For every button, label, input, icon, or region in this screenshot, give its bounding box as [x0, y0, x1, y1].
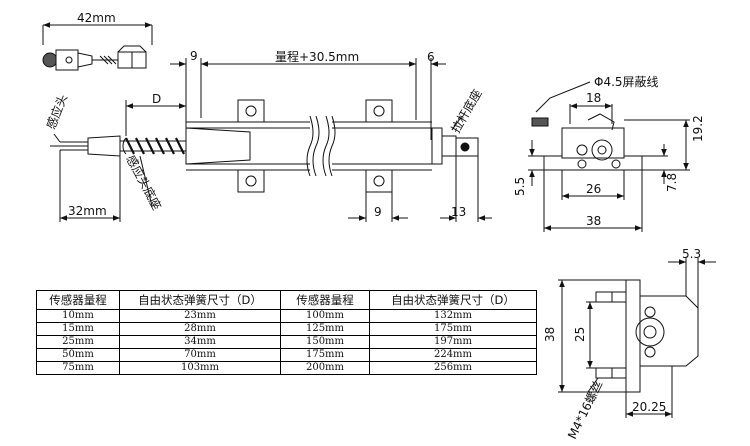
table-cell: 70mm [119, 348, 281, 362]
table-cell: 100mm [280, 309, 370, 323]
dim-bottom-length: 32mm [68, 204, 107, 218]
label-sensor-head: 感应头 [43, 92, 70, 131]
dim-end-25: 25 [573, 327, 587, 342]
end-view [558, 258, 716, 418]
table-header-row: 传感器量程 自由状态弹簧尺寸（D） 传感器量程 自由状态弹簧尺寸（D） [36, 290, 537, 310]
table-cell: 10mm [36, 309, 120, 323]
table-row: 15mm 28mm 125mm 175mm [36, 322, 537, 336]
dim-left-gap: 9 [190, 49, 198, 63]
table-cell: 103mm [119, 361, 281, 375]
table-cell: 23mm [119, 309, 281, 323]
dim-end-38: 38 [543, 327, 557, 342]
label-sensor-head-base: 感应头底座 [123, 152, 164, 212]
table-cell: 50mm [36, 348, 120, 362]
label-screw: M4*16螺丝 [565, 378, 605, 441]
spring-size-table: 传感器量程 自由状态弹簧尺寸（D） 传感器量程 自由状态弹簧尺寸（D） 10mm… [36, 290, 537, 375]
table-cell: 28mm [119, 322, 281, 336]
dim-side-7-8: 7.8 [665, 173, 679, 192]
table-cell: 125mm [280, 322, 370, 336]
dim-side-18: 18 [586, 91, 601, 105]
table-cell: 132mm [369, 309, 537, 323]
dim-stroke: 量程+30.5mm [275, 49, 359, 64]
table-row: 75mm 103mm 200mm 256mm [36, 361, 537, 375]
dim-bottom-13: 13 [451, 205, 466, 219]
table-cell: 15mm [36, 322, 120, 336]
dim-side-5-5: 5.5 [513, 177, 527, 196]
dim-side-26: 26 [586, 182, 601, 196]
main-sensor-view [50, 58, 492, 222]
col-header-range-2: 传感器量程 [280, 290, 370, 310]
table-cell: 175mm [369, 322, 537, 336]
table-row: 25mm 34mm 150mm 197mm [36, 335, 537, 349]
dim-end-20-25: 20.25 [632, 400, 666, 414]
label-pull-rod-base: 拉杆底座 [448, 86, 485, 135]
table-cell: 34mm [119, 335, 281, 349]
table-cell: 25mm [36, 335, 120, 349]
table-row: 50mm 70mm 175mm 224mm [36, 348, 537, 362]
table-cell: 224mm [369, 348, 537, 362]
table-cell: 175mm [280, 348, 370, 362]
side-view [528, 81, 690, 232]
col-header-spring-2: 自由状态弹簧尺寸（D） [369, 290, 537, 310]
dim-bottom-9: 9 [374, 205, 382, 219]
dim-spring-d: D [152, 92, 161, 106]
table-cell: 150mm [280, 335, 370, 349]
small-sensor-view [42, 22, 153, 71]
table-cell: 256mm [369, 361, 537, 375]
dim-top-width: 42mm [77, 11, 116, 25]
dim-right-gap: 6 [427, 50, 435, 64]
table-row: 10mm 23mm 100mm 132mm [36, 309, 537, 323]
label-shield-wire: Φ4.5屏蔽线 [594, 75, 659, 89]
col-header-spring-1: 自由状态弹簧尺寸（D） [119, 290, 281, 310]
table-cell: 75mm [36, 361, 120, 375]
table-cell: 200mm [280, 361, 370, 375]
col-header-range-1: 传感器量程 [36, 290, 120, 310]
dim-side-19-2: 19.2 [691, 115, 705, 142]
dim-side-38: 38 [586, 214, 601, 228]
table-cell: 197mm [369, 335, 537, 349]
dim-end-5-3: 5.3 [682, 247, 701, 261]
